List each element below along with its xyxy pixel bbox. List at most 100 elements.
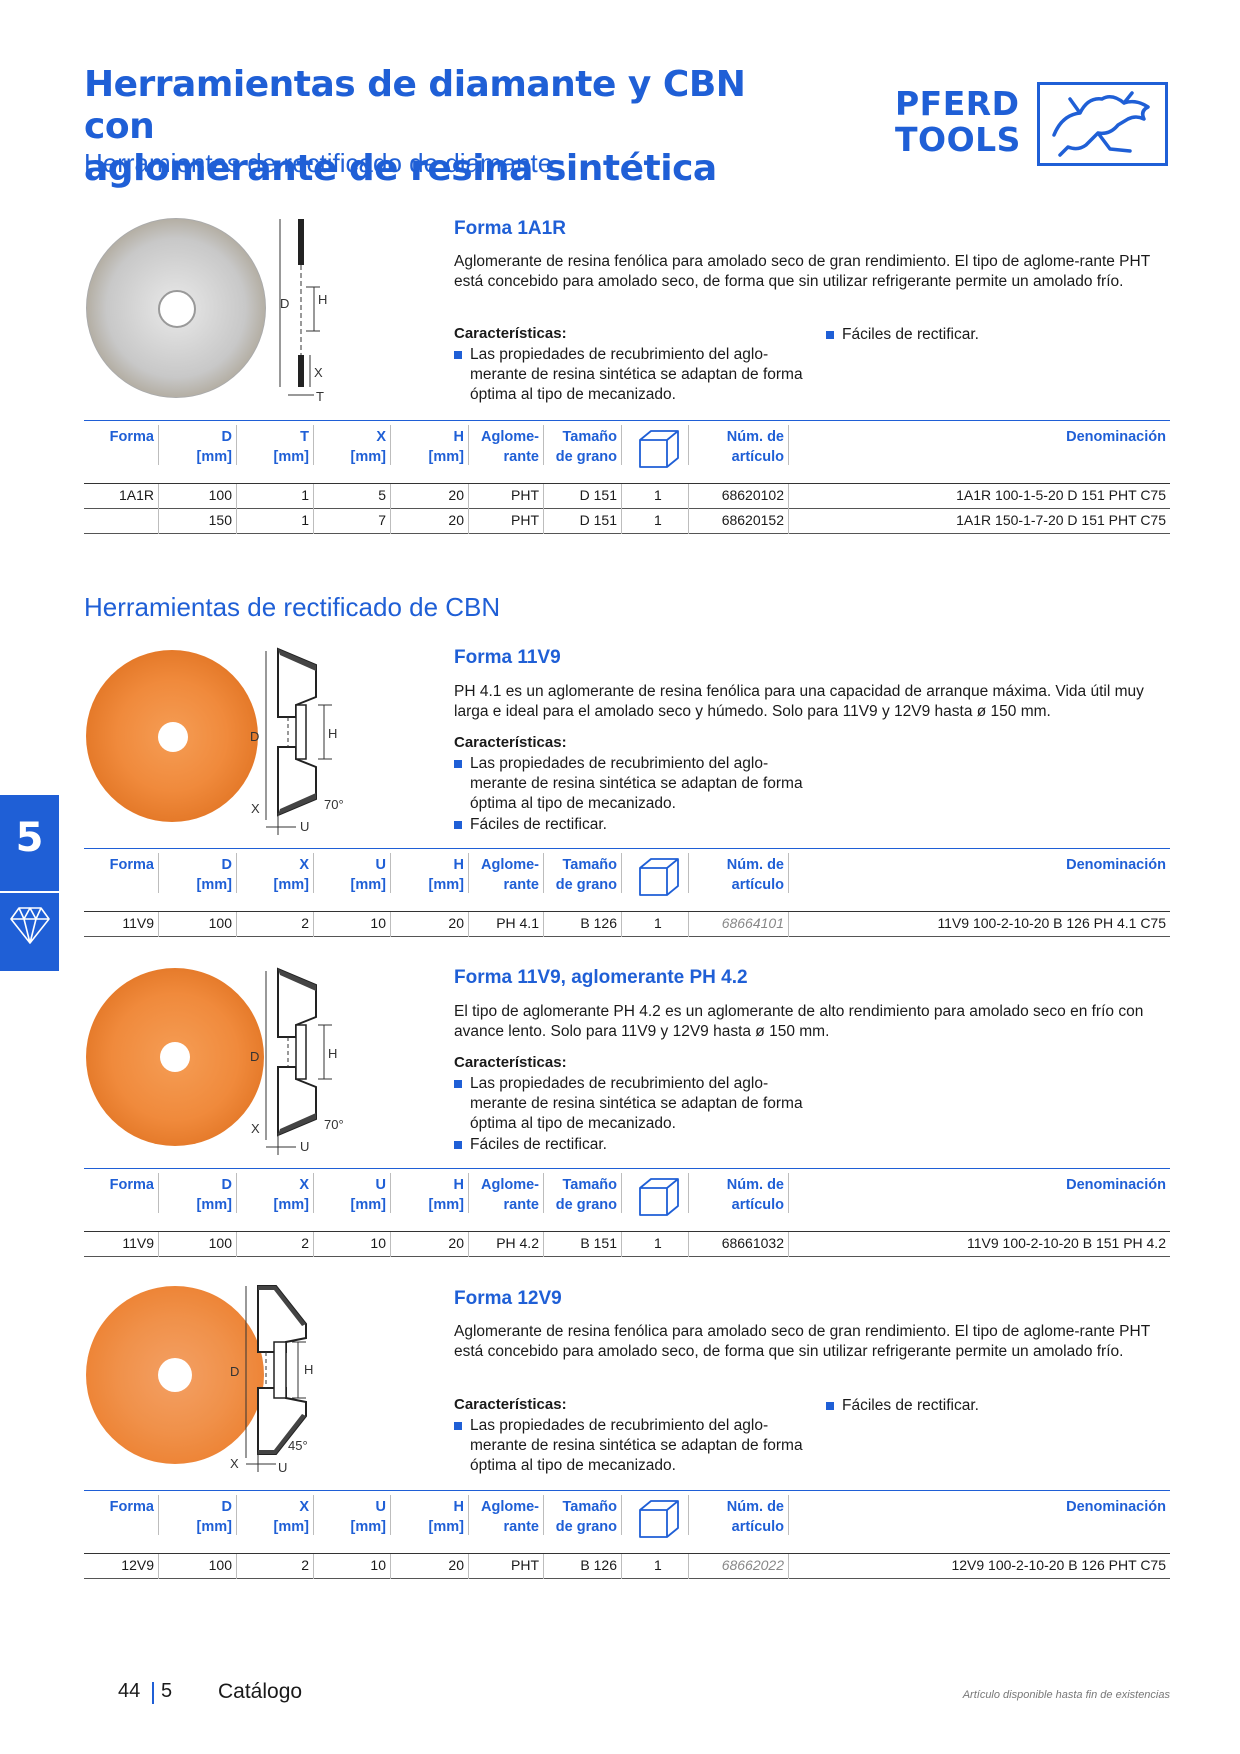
header-pack-unit [637,1498,681,1545]
footer-catalog-label: Catálogo [218,1680,303,1703]
title-line-2: aglomerante de resina sintética [84,148,717,189]
pferd-logo: PFERD TOOLS [895,82,1170,168]
cell-pack: 1 [654,915,662,931]
description-12v9: Aglomerante de resina fenólica para amol… [454,1323,1150,1360]
cell-c2: 1 [301,487,309,503]
wheel-photo-11v9 [86,650,258,822]
feature-item-11v9-ph42-2: Fáciles de rectificar. [454,1135,804,1155]
header-h: H[mm] [428,429,464,465]
cell-den: 11V9 100-2-10-20 B 126 PH 4.1 C75 [937,915,1166,931]
cell-den: 11V9 100-2-10-20 B 151 PH 4.2 [967,1235,1166,1251]
cell-num: 68620102 [721,487,784,503]
header-forma: Forma [109,857,154,873]
diamond-icon [10,907,50,944]
header-d: D[mm] [196,857,232,893]
footer-section: 5 [161,1680,173,1702]
box-icon [639,1178,679,1216]
cell-c2: 2 [301,1557,309,1573]
dim-label-h: H [328,1046,337,1061]
feature-item-11v9-2: Fáciles de rectificar. [454,815,804,835]
header-aglomerante: Aglome-rante [481,1499,539,1535]
cell-num: 68664101 [721,915,784,931]
header-forma: Forma [109,429,154,445]
header-forma: Forma [109,1177,154,1193]
cell-aglo: PHT [511,487,539,503]
cell-aglo: PH 4.2 [496,1235,539,1251]
header-u: U[mm] [350,1177,386,1213]
wheel-photo-11v9-ph42 [86,968,264,1146]
features-label-11v9: Características: [454,734,567,751]
features-label-11v9-ph42: Características: [454,1054,567,1071]
dim-label-u: U [300,819,309,834]
dim-label-t: T [316,389,324,404]
horse-logo-icon [1037,82,1168,166]
cell-c2: 1 [301,512,309,528]
cell-den: 12V9 100-2-10-20 B 126 PHT C75 [951,1557,1166,1573]
box-icon [639,858,679,896]
cell-num: 68620152 [721,512,784,528]
dim-label-d: D [250,729,259,744]
feature-item-12v9-2: Fáciles de rectificar. [826,1396,1126,1416]
dim-label-d: D [280,296,289,311]
cell-den: 1A1R 100-1-5-20 D 151 PHT C75 [956,487,1166,503]
cell-h: 20 [448,512,464,528]
cell-aglo: PHT [511,1557,539,1573]
header-h: H[mm] [428,1499,464,1535]
cell-forma: 1A1R [118,487,154,503]
header-denominacion: Denominación [1066,1177,1166,1193]
header-aglomerante: Aglome-rante [481,857,539,893]
description-11v9-ph42: El tipo de aglomerante PH 4.2 es un aglo… [454,1003,1144,1040]
footer-divider [152,1682,154,1704]
cell-c3: 5 [378,487,386,503]
cell-d: 100 [208,915,232,931]
dim-label-angle: 45° [288,1438,308,1453]
feature-item-11v9-ph42-1: Las propiedades de recubrimiento del agl… [454,1074,804,1134]
header-pack-unit [637,428,681,475]
header-pack-unit [637,856,681,903]
cell-h: 20 [448,1235,464,1251]
feature-item-12v9-1: Las propiedades de recubrimiento del agl… [454,1416,804,1476]
chapter-side-tab[interactable]: 5 [0,795,59,971]
header-d: D[mm] [196,1499,232,1535]
box-icon [639,1500,679,1538]
chapter-number: 5 [15,815,44,861]
cell-c2: 2 [301,915,309,931]
features-label-12v9: Características: [454,1396,567,1413]
cell-pack: 1 [654,487,662,503]
cell-grano: B 126 [580,1557,617,1573]
profile-diagram-11v9: D H X U 70° [250,647,344,835]
dim-label-u: U [278,1460,287,1475]
cell-num: 68662022 [721,1557,784,1573]
cell-d: 100 [208,487,232,503]
cell-grano: B 151 [580,1235,617,1251]
header-u: U[mm] [350,857,386,893]
header-x: X[mm] [273,857,309,893]
forma-title-1a1r: Forma 1A1R [454,218,566,239]
header-u: U[mm] [350,1499,386,1535]
cell-c3: 7 [378,512,386,528]
header-h: H[mm] [428,1177,464,1213]
cell-aglo: PH 4.1 [496,915,539,931]
cell-forma: 11V9 [122,1235,154,1251]
header-d: D[mm] [196,429,232,465]
profile-diagram-1a1r: D H X T [279,219,327,404]
cell-d: 150 [208,512,232,528]
dim-label-h: H [318,292,327,307]
dim-label-x: X [230,1456,239,1471]
cell-h: 20 [448,915,464,931]
cell-pack: 1 [654,1235,662,1251]
header-denominacion: Denominación [1066,857,1166,873]
title-line-1: Herramientas de diamante y CBN con [84,64,746,147]
cell-c2: 2 [301,1235,309,1251]
